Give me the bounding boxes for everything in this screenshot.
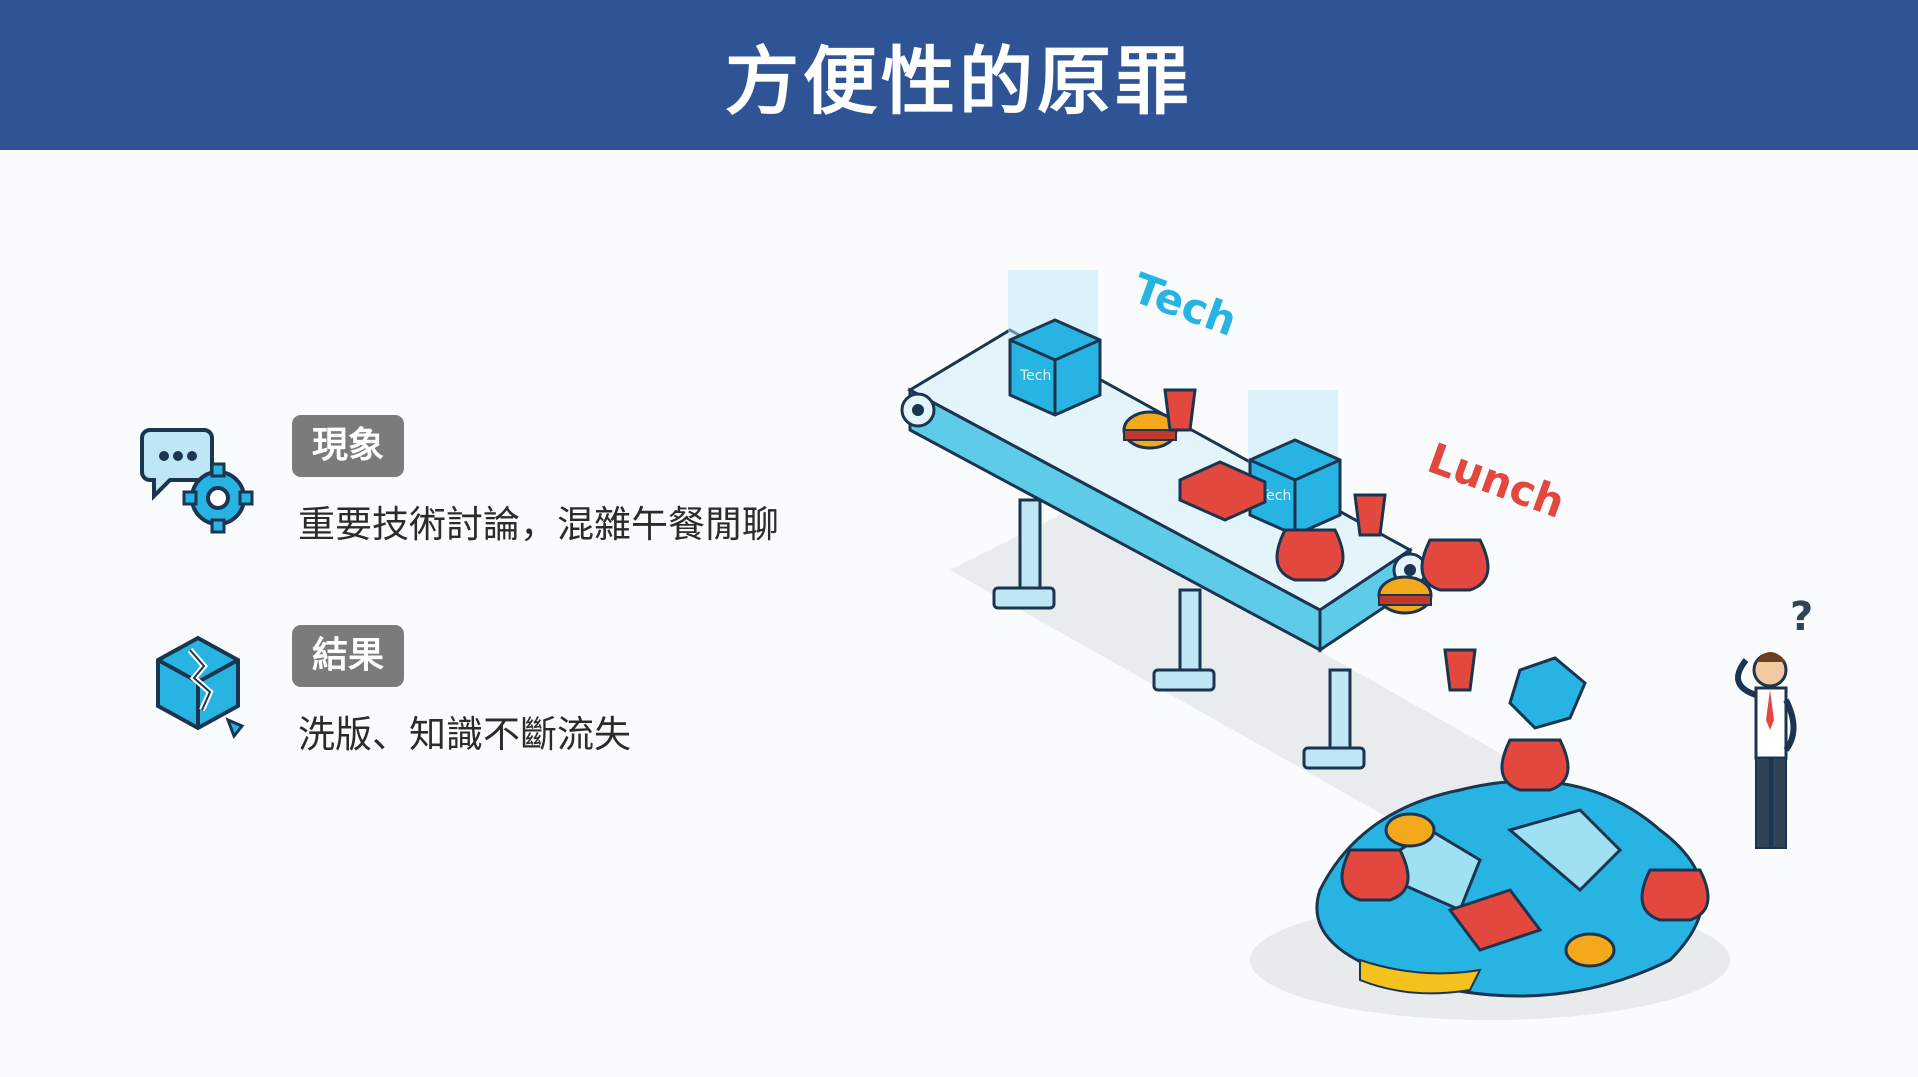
result-badge: 結果 bbox=[292, 625, 405, 687]
chat-gear-icon bbox=[140, 428, 254, 534]
broken-cube-icon bbox=[156, 635, 245, 739]
broken-pile bbox=[1315, 738, 1710, 998]
title-bar: 方便性的原罪 bbox=[0, 0, 1918, 150]
conveyor-legs bbox=[992, 498, 1366, 770]
burger-icon bbox=[1377, 575, 1433, 615]
question-mark: ? bbox=[1790, 594, 1813, 640]
page-title: 方便性的原罪 bbox=[725, 38, 1193, 125]
lunchbox-icon bbox=[1178, 460, 1267, 522]
tech-cube: Tech bbox=[1008, 318, 1102, 417]
phenomenon-text: 重要技術討論，混雜午餐閒聊 bbox=[298, 503, 779, 546]
drink-cup-icon bbox=[1163, 388, 1477, 692]
tech-label: Tech bbox=[1127, 270, 1244, 346]
lunch-label: Lunch bbox=[1422, 433, 1572, 527]
cube-label: Tech bbox=[1259, 488, 1291, 504]
cube-label: Tech bbox=[1019, 368, 1051, 384]
falling-tech-cube bbox=[1508, 656, 1587, 730]
food-bag-icon bbox=[1275, 528, 1490, 592]
conveyor-belt-illustration: Tech Tech Tech Lunch bbox=[900, 270, 1813, 1020]
tech-cube: Tech bbox=[1248, 438, 1342, 537]
confused-person-icon: ? bbox=[1735, 594, 1813, 849]
result-text: 洗版、知識不斷流失 bbox=[298, 713, 631, 756]
phenomenon-badge: 現象 bbox=[292, 415, 405, 477]
